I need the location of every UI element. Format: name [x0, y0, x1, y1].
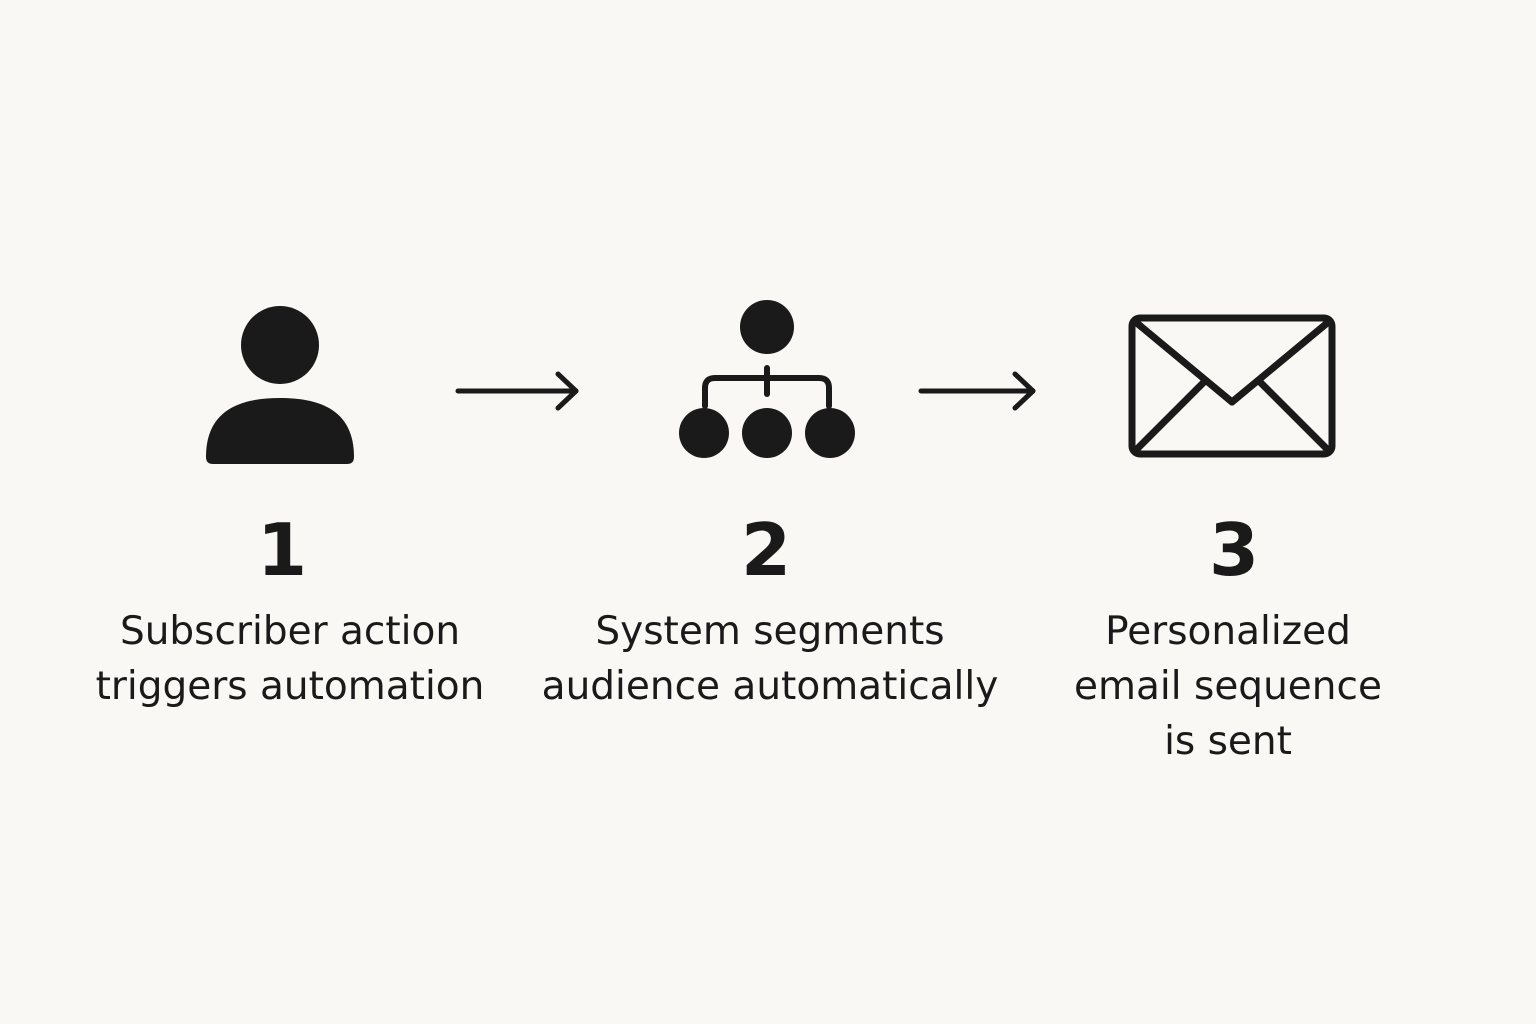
- step-3-number: 3: [1208, 508, 1260, 592]
- step-3-description: Personalized email sequence is sent: [1074, 609, 1382, 764]
- hierarchy-icon: [679, 300, 855, 458]
- envelope-icon: [1128, 314, 1336, 458]
- right-arrow-icon: [455, 371, 579, 411]
- step-2-number: 2: [740, 508, 792, 592]
- person-icon: [206, 306, 354, 464]
- right-arrow-icon: [918, 371, 1036, 411]
- step-2-description: System segments audience automatically: [541, 609, 999, 709]
- step-1-number: 1: [256, 508, 308, 592]
- step-1-description: Subscriber action triggers automation: [95, 609, 485, 709]
